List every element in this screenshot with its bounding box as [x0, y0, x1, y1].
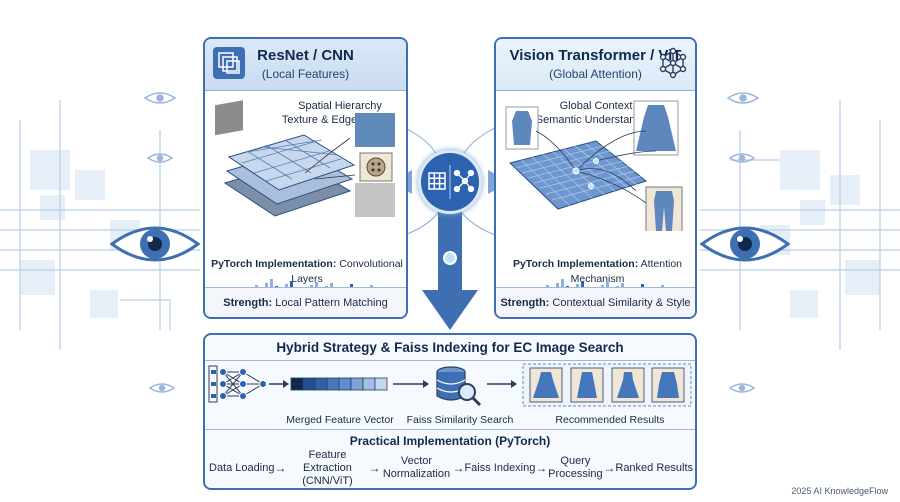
arrow-right-icon: → [452, 460, 465, 475]
arrow-right-icon: → [274, 460, 287, 475]
cnn-subtitle: (Local Features) [261, 67, 350, 81]
impl-title: Practical Implementation (PyTorch) [349, 434, 551, 448]
cnn-strength-value: Local Pattern Matching [275, 297, 388, 309]
vit-impl: PyTorch Implementation: Attention Mechan… [500, 257, 695, 287]
down-arrow [422, 205, 478, 330]
vit-impl-label: PyTorch Implementation: [512, 258, 639, 270]
step-6: Ranked Results [615, 461, 694, 474]
vit-attention-grid [505, 100, 683, 231]
hybrid-pipeline [208, 363, 692, 407]
arrow-right-icon: → [603, 460, 616, 475]
vit-feature-2: Semantic Understanding [535, 114, 657, 126]
step-5: Query Processing [548, 455, 603, 480]
vit-strength: Strength: Contextual Similarity & Style [496, 287, 695, 317]
cnn-title: ResNet / CNN [257, 47, 354, 64]
credit: 2025 AI KnowledgeFlow [791, 486, 888, 496]
step-1: Data Loading [209, 461, 275, 474]
step-2: Feature Extraction (CNN/ViT) [302, 448, 353, 487]
cnn-strength: Strength: Local Pattern Matching [205, 287, 406, 317]
arrow-right-icon: → [535, 460, 548, 475]
pipeline-label-3: Recommended Results [555, 414, 665, 426]
hybrid-hub [418, 150, 482, 214]
grid-icon [428, 172, 446, 190]
cnn-impl: PyTorch Implementation: Convolutional La… [209, 257, 405, 287]
layers-icon [213, 47, 245, 79]
step-4: Faiss Indexing [464, 461, 536, 474]
hybrid-title: Hybrid Strategy & Faiss Indexing for EC … [276, 340, 624, 355]
eye-left-icon [109, 226, 201, 262]
neural-network-icon [453, 169, 475, 193]
pipeline-label-1: Merged Feature Vector [286, 414, 394, 426]
cnn-impl-label: PyTorch Implementation: [211, 258, 337, 270]
vit-subtitle: (Global Attention) [549, 67, 642, 81]
pipeline-label-2: Faiss Similarity Search [406, 414, 514, 426]
cnn-strength-label: Strength: [223, 297, 273, 309]
network-icon [657, 47, 689, 79]
vit-panel: Vision Transformer / ViT (Global Attenti… [494, 37, 697, 319]
cnn-layer-stack [215, 100, 395, 217]
vit-impl-value: Attention Mechanism [570, 258, 683, 285]
vit-title: Vision Transformer / ViT [509, 47, 682, 64]
vit-header: Vision Transformer / ViT (Global Attenti… [496, 39, 695, 91]
cnn-impl-value: Convolutional Layers [291, 258, 403, 285]
database-search-icon [436, 366, 482, 407]
step-3: Vector Normalization [382, 455, 451, 480]
vit-strength-label: Strength: [500, 297, 550, 309]
hybrid-panel: Hybrid Strategy & Faiss Indexing for EC … [203, 333, 697, 490]
cnn-feature-1: Spatial Hierarchy [298, 100, 382, 112]
cnn-panel: ResNet / CNN (Local Features) Spatial Hi… [203, 37, 408, 319]
arrow-right-icon: → [368, 460, 381, 475]
eye-right-icon [699, 226, 791, 262]
impl-steps: Data Loading → Feature Extraction (CNN/V… [209, 449, 693, 487]
vit-feature-1: Global Context [559, 100, 633, 112]
vit-strength-value: Contextual Similarity & Style [552, 297, 691, 309]
